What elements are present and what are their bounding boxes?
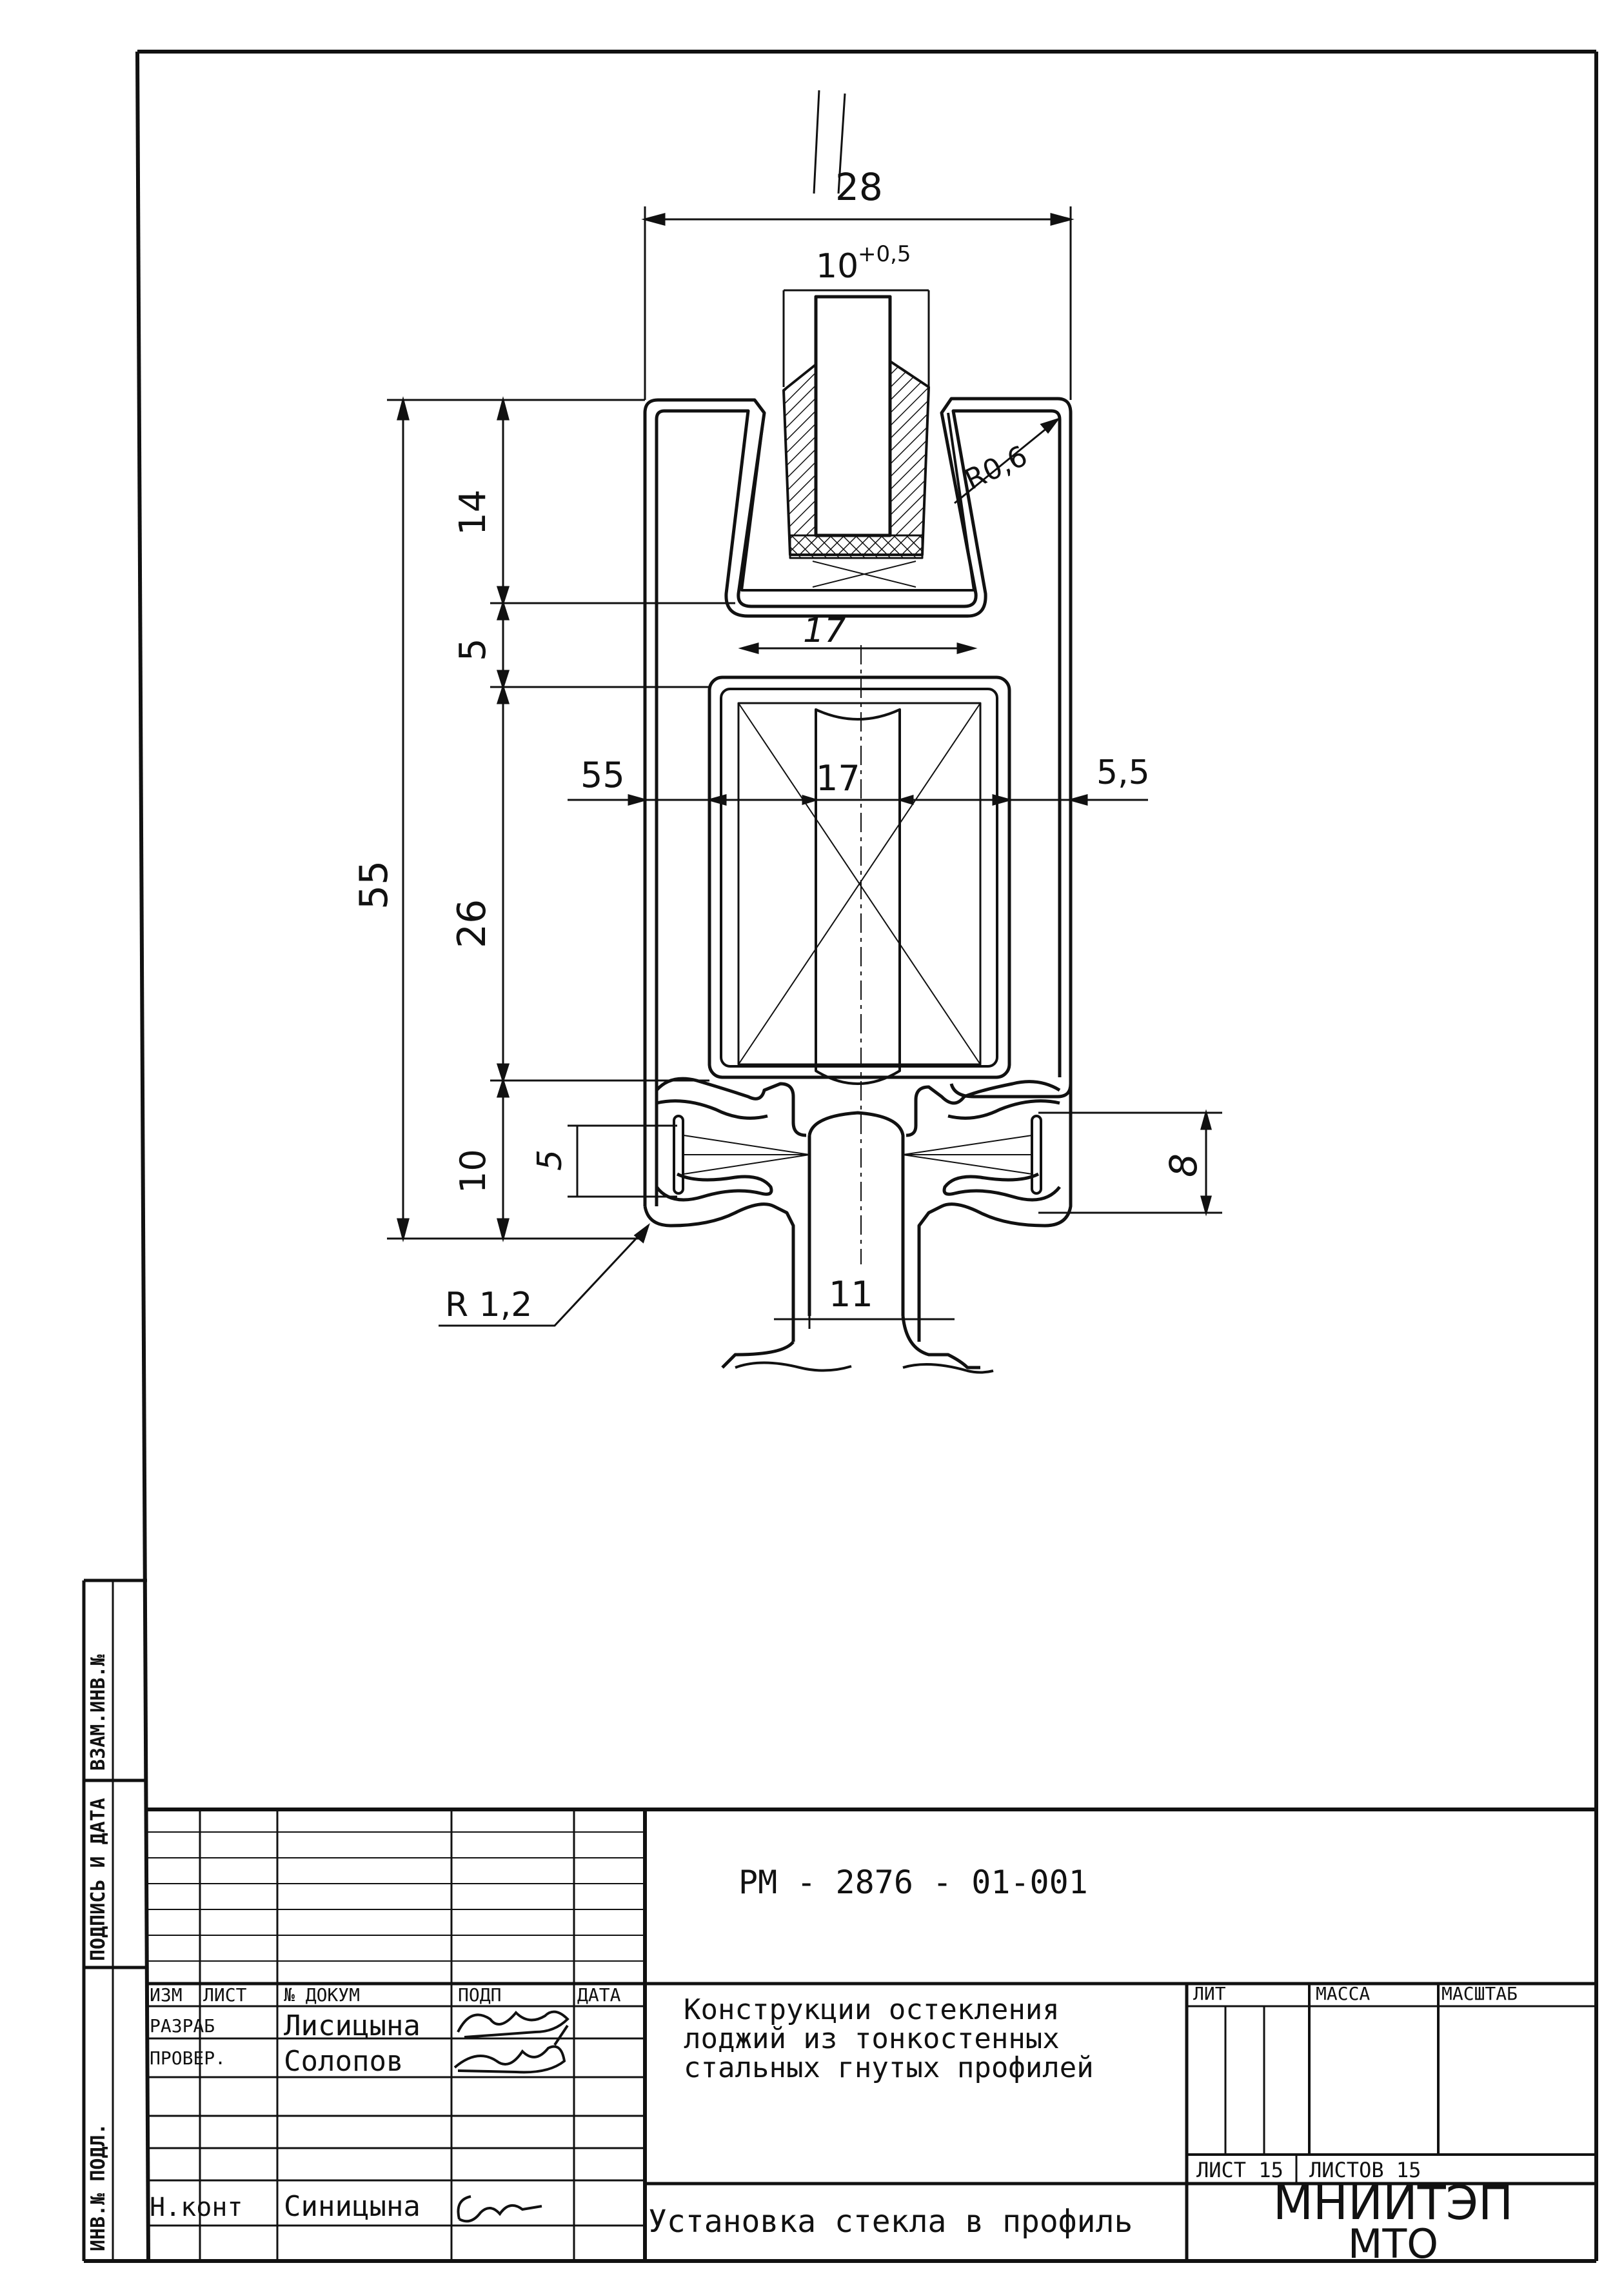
row-role-prover: ПРОВЕР. (150, 2047, 226, 2069)
label-sheets: ЛИСТОВ 15 (1309, 2158, 1421, 2182)
dim-height-5-small: 5 (531, 1150, 569, 1171)
dim-gap-right-5-5: 5,5 (1096, 753, 1150, 792)
row-name-prover: Солопов (284, 2045, 403, 2078)
header-list: ЛИСТ (203, 1984, 247, 2006)
dim-height-8: 8 (1162, 1153, 1205, 1177)
dimension-lines (387, 206, 1222, 1329)
dim-height-10: 10 (453, 1149, 493, 1193)
dim-width-17-top: 17 (803, 612, 846, 650)
dim-width-28: 28 (835, 165, 883, 209)
side-stamp-column (82, 1579, 147, 2261)
title-line-2: лоджий из тонкостенных (684, 2022, 1060, 2055)
signature-razrab (457, 2010, 569, 2038)
row-name-razrab: Лисицына (284, 2009, 421, 2042)
header-podp: ПОДП (458, 1984, 501, 2006)
label-masshtab: МАСШТАБ (1441, 1983, 1518, 2004)
dim-height-5: 5 (452, 638, 494, 661)
dim-radius-top: R0,6 (960, 439, 1033, 497)
header-data: ДАТА (577, 1984, 621, 2006)
dim-width-17-mid: 17 (816, 758, 860, 799)
dim-glass-10: 10 (816, 247, 858, 286)
document-code: РМ - 2876 - 01-001 (738, 1864, 1088, 1901)
title-line-1: Конструкции остекления (684, 1993, 1060, 2026)
break-lines-bottom (735, 1361, 994, 1374)
dim-glass-tolerance: +0,5 (858, 241, 911, 267)
drawing-subtitle: Установка стекла в профиль (648, 2204, 1133, 2240)
title-line-3: стальных гнутых профилей (684, 2051, 1094, 2084)
row-role-razrab: РАЗРАБ (150, 2015, 215, 2037)
stamp-inv-podl: ИНВ.№ ПОДЛ. (87, 2123, 110, 2251)
dim-width-11: 11 (829, 1274, 873, 1315)
label-massa: МАССА (1316, 1983, 1370, 2004)
org-name-line-1: МНИИТЭП (1273, 2176, 1513, 2230)
stamp-vzam-inv: ВЗАМ.ИНВ.№ (87, 1653, 110, 1771)
org-name-line-2: МТО (1348, 2220, 1438, 2267)
row-role-nkont: Н.конт (150, 2193, 243, 2222)
label-lit: ЛИТ (1193, 1983, 1226, 2004)
title-block-grid (147, 1808, 1596, 2261)
drawing-frame (84, 50, 1598, 2263)
dim-radius-bottom: R 1,2 (445, 1286, 532, 1324)
label-sheet: ЛИСТ 15 (1196, 2158, 1283, 2182)
dim-height-55: 55 (352, 861, 397, 910)
row-name-nkont: Синицына (284, 2190, 421, 2223)
dim-height-14: 14 (452, 490, 494, 535)
dim-height-26: 26 (450, 899, 495, 948)
signature-nkont (457, 2195, 542, 2223)
signature-prover (453, 2024, 569, 2074)
header-n-dokum: № ДОКУМ (284, 1984, 360, 2006)
header-izm: ИЗМ (150, 1984, 183, 2006)
stamp-podpis-data: ПОДПИСЬ И ДАТА (87, 1798, 110, 1961)
dim-gap-left-55: 55 (580, 755, 625, 795)
